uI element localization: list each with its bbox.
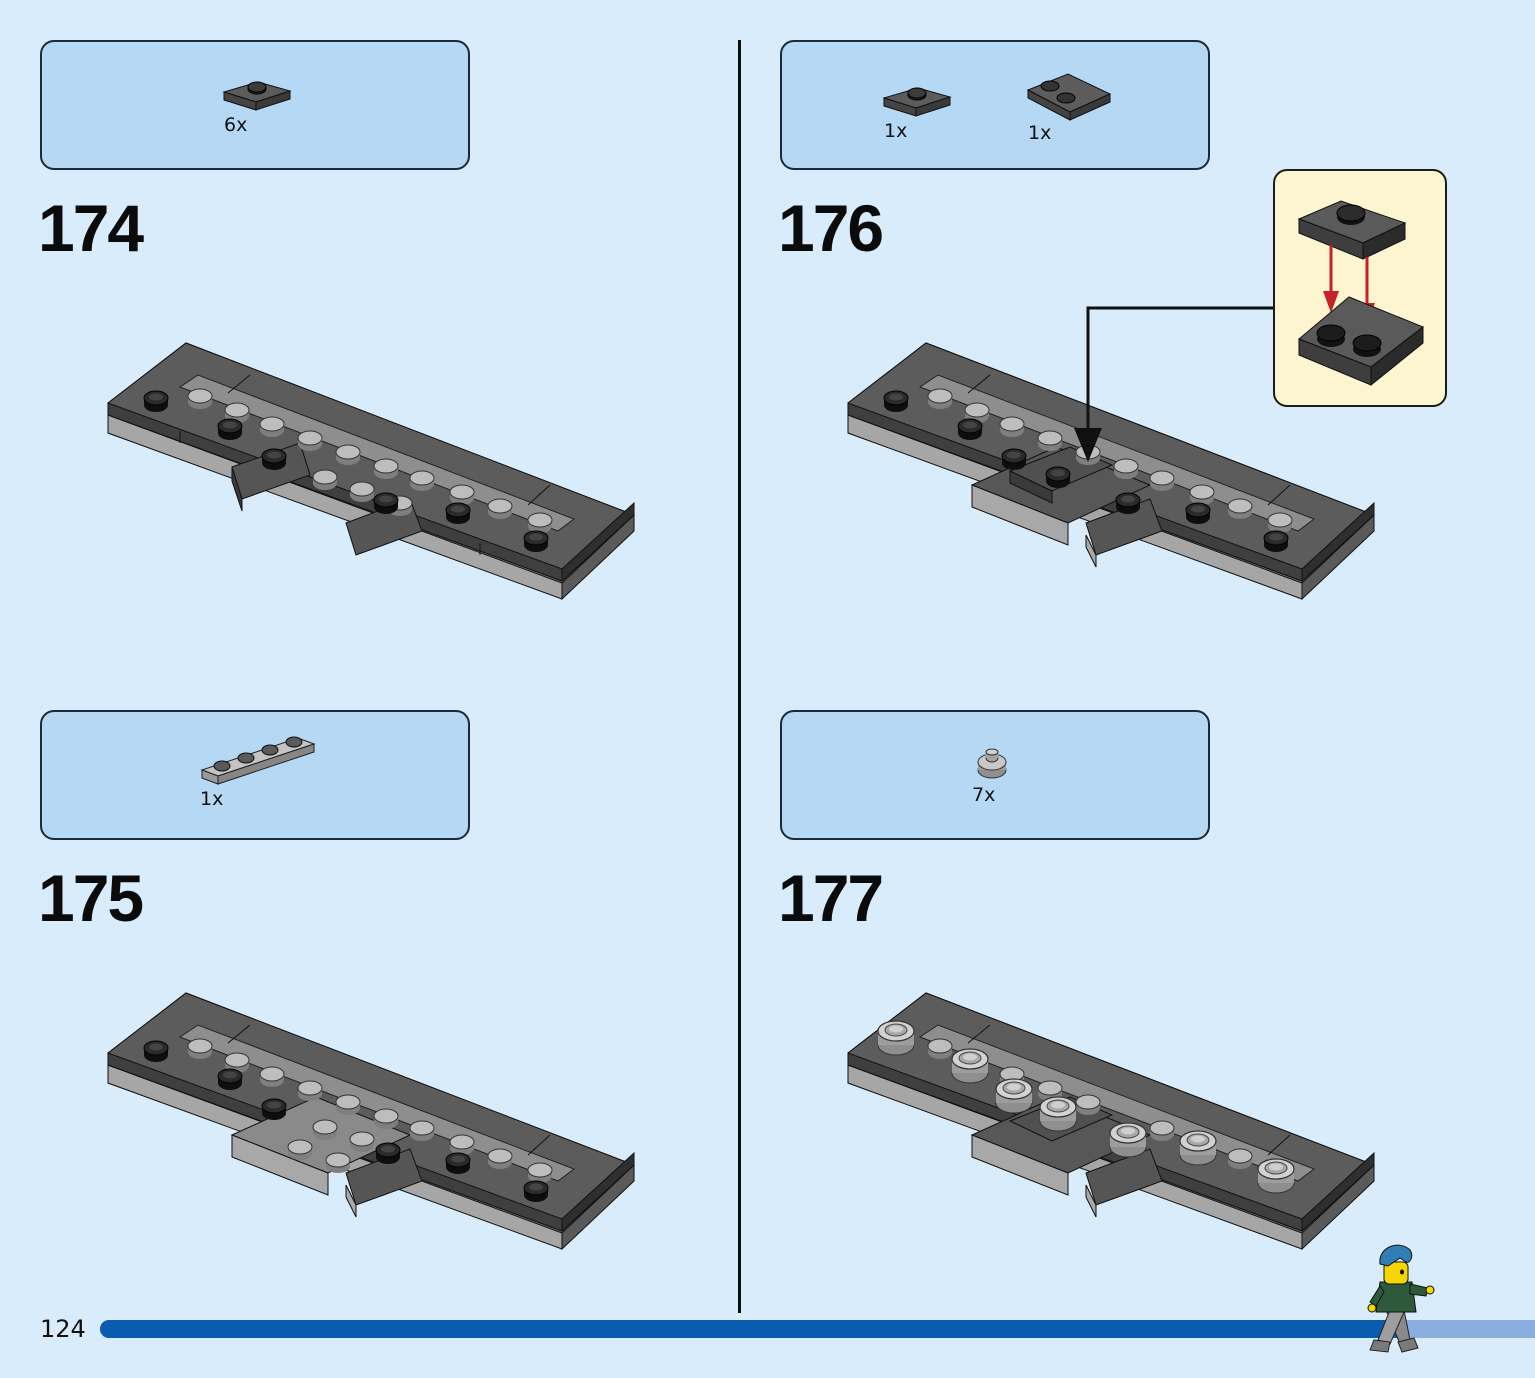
parts-box-step-176: 1x 1x xyxy=(780,40,1210,170)
part-round-plate: 7x xyxy=(972,748,1012,806)
part-quantity: 6x xyxy=(224,114,248,136)
step-number: 176 xyxy=(778,191,884,265)
walking-minifigure-icon xyxy=(1367,1244,1435,1353)
progress-bar xyxy=(100,1320,1535,1338)
jumper-plate-dark-gray-icon xyxy=(222,81,292,111)
plate-2x2-dark-gray-icon xyxy=(1026,73,1112,121)
part-jumper-plate: 1x xyxy=(882,80,952,142)
part-plate-2x2: 1x xyxy=(1026,70,1112,144)
part-plate-1x4: 1x xyxy=(198,732,318,810)
callout-pointer-arrow xyxy=(1074,306,1274,462)
progress-fill xyxy=(100,1320,1399,1338)
part-quantity: 1x xyxy=(884,120,908,142)
step-number: 177 xyxy=(778,861,884,935)
column-divider xyxy=(738,40,741,1313)
part-quantity: 1x xyxy=(1028,122,1052,144)
parts-box-step-174: 6x xyxy=(40,40,470,170)
build-model-step-176 xyxy=(847,342,1375,601)
step-number: 175 xyxy=(38,861,144,935)
plate-1x4-light-gray-icon xyxy=(200,736,316,785)
jumper-plate-dark-gray-icon xyxy=(882,87,952,117)
parts-box-step-175: 1x xyxy=(40,710,470,840)
part-jumper-plate: 6x xyxy=(222,74,292,136)
build-model-step-177 xyxy=(847,992,1375,1251)
page-number: 124 xyxy=(40,1315,86,1343)
step-number: 174 xyxy=(38,191,144,265)
parts-box-step-177: 7x xyxy=(780,710,1210,840)
part-quantity: 1x xyxy=(200,788,224,810)
build-model-step-175 xyxy=(107,992,635,1251)
attach-jumper-callout-icon xyxy=(1297,200,1424,387)
round-plate-light-gray-icon xyxy=(977,748,1007,779)
part-quantity: 7x xyxy=(972,784,996,806)
callout-box xyxy=(1273,169,1447,407)
build-model-step-174 xyxy=(107,342,635,601)
